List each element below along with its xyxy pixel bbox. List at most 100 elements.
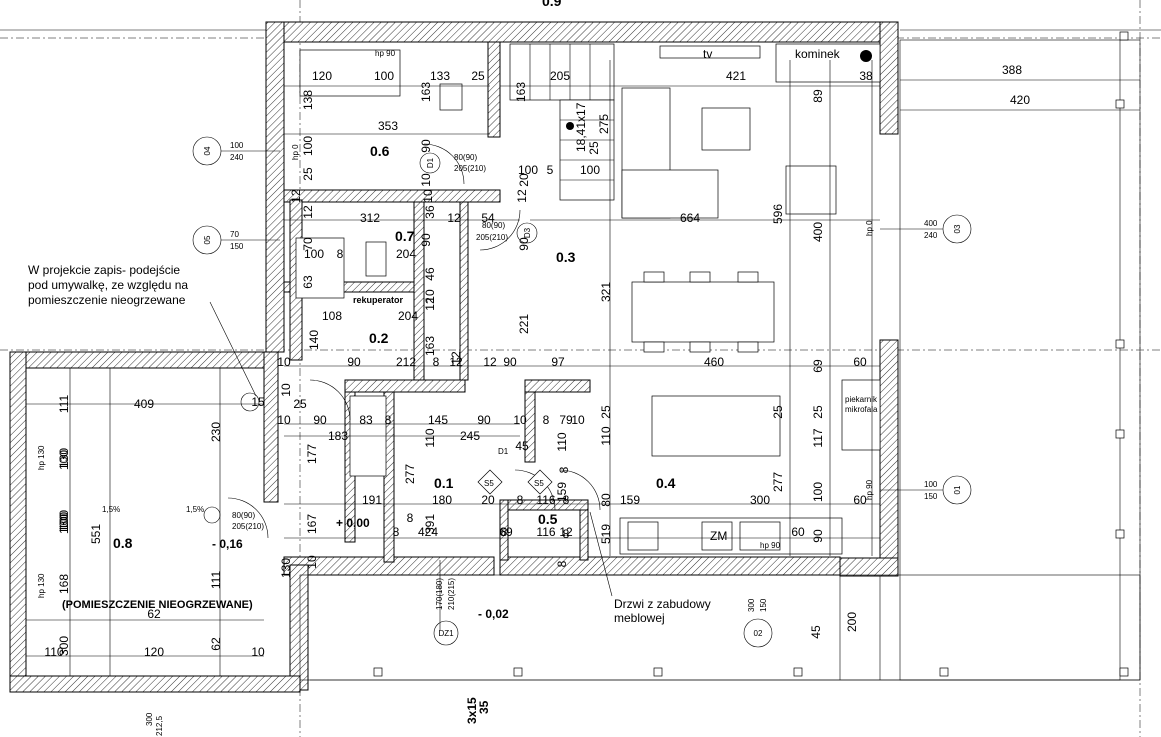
- marker-05: 05: [203, 235, 212, 244]
- dimension-value: 8: [563, 527, 570, 541]
- dimension-value: 100: [301, 136, 315, 156]
- dimension-value: 138: [301, 90, 315, 110]
- dimension-value: 421: [726, 69, 746, 83]
- dimension-value: 277: [771, 472, 785, 492]
- dimension-value: 90: [347, 355, 361, 369]
- dimension-value: 36: [423, 205, 437, 219]
- dimension-value: 8: [433, 355, 440, 369]
- room-0-4: 0.4: [656, 475, 676, 491]
- note-line-1: W projekcie zapis- podejście: [28, 263, 180, 277]
- dimension-value: 5: [547, 163, 554, 177]
- room-0-7: 0.7: [395, 228, 415, 244]
- zm-label: ZM: [710, 529, 727, 543]
- tv-label: tv: [703, 47, 712, 61]
- svg-text:300: 300: [747, 598, 756, 612]
- dimension-value: 20: [517, 173, 531, 187]
- room-0-6: 0.6: [370, 143, 390, 159]
- slope-2: 1,5%: [186, 505, 204, 514]
- svg-text:150: 150: [759, 598, 768, 612]
- room-0-8: 0.8: [113, 535, 133, 551]
- dimension-value: 163: [419, 82, 433, 102]
- dimension-value: 163: [423, 336, 437, 356]
- svg-text:240: 240: [230, 153, 244, 162]
- dimension-value: 167: [305, 514, 319, 534]
- svg-text:hp 90: hp 90: [865, 479, 874, 500]
- window-markers: [192, 136, 972, 648]
- dimension-value: 12: [289, 189, 303, 203]
- dimension-value: 10: [305, 555, 319, 569]
- svg-text:3x15: 3x15: [465, 697, 479, 724]
- rekuperator-label: rekuperator: [353, 295, 404, 305]
- svg-text:100: 100: [924, 480, 938, 489]
- dimension-value: 10: [277, 355, 291, 369]
- dimension-value: 100: [57, 510, 71, 530]
- marker-d3: D3: [523, 227, 532, 238]
- text-labels: tv kominek rekuperator piekarnik mikrofa…: [28, 47, 878, 625]
- dimension-value: 12: [483, 355, 497, 369]
- dimension-value: 45: [515, 439, 529, 453]
- dimension-value: 204: [398, 309, 418, 323]
- dimension-value: 25: [471, 69, 485, 83]
- terrace: [299, 31, 1141, 681]
- dimension-value: 110: [599, 426, 613, 445]
- dimension-value: 200: [845, 612, 859, 632]
- dimension-value: 90: [811, 529, 825, 543]
- dimension-value: 12: [423, 297, 437, 311]
- dimension-value: 25: [301, 167, 315, 181]
- dimension-value: 120: [144, 645, 164, 659]
- svg-text:205(210): 205(210): [232, 522, 264, 531]
- dimension-value: 116: [536, 493, 555, 507]
- dimension-value: 100: [304, 247, 324, 261]
- svg-text:35: 35: [477, 700, 491, 714]
- dimension-value: 90: [477, 413, 491, 427]
- dimension-value: 133: [430, 69, 450, 83]
- dimension-value: 163: [514, 82, 528, 102]
- room-0-2: 0.2: [369, 330, 389, 346]
- dimension-value: 8: [501, 525, 508, 539]
- dimension-value: 69: [499, 525, 513, 539]
- svg-text:205(210): 205(210): [454, 164, 486, 173]
- dimension-value: 90: [419, 233, 433, 247]
- dimension-value: 111: [57, 395, 71, 414]
- dimension-value: 25: [293, 397, 307, 411]
- dimension-value: 409: [134, 397, 154, 411]
- dimension-value: 130: [57, 448, 71, 468]
- svg-text:205(210): 205(210): [476, 233, 508, 242]
- dimension-value: 205: [550, 69, 570, 83]
- dimension-value: 8: [393, 525, 400, 539]
- dimension-value: 191: [362, 493, 382, 507]
- dimension-value: 60: [791, 525, 805, 539]
- dimension-value: 69: [811, 359, 825, 373]
- opening-specs: 100 240 70 150 400 240 100 150 300 150 8…: [37, 49, 938, 736]
- dimension-value: 12: [449, 355, 463, 369]
- dimension-value: 63: [301, 275, 315, 289]
- svg-text:70: 70: [230, 230, 239, 239]
- dimension-value: 277: [403, 464, 417, 484]
- svg-text:hp 90: hp 90: [375, 49, 396, 58]
- dimension-value: 460: [704, 355, 724, 369]
- dimension-value: 230: [209, 422, 223, 442]
- dimension-value: 90: [313, 413, 327, 427]
- dimension-value: 97: [551, 355, 565, 369]
- piekarnik-label: piekarnik: [845, 395, 878, 404]
- dimension-value: 551: [89, 524, 103, 544]
- staircase: [509, 43, 615, 201]
- marker-02: 02: [754, 629, 763, 638]
- dimension-value: 38: [859, 69, 873, 83]
- dimension-value: 8: [385, 413, 392, 427]
- dimension-value: 25: [811, 405, 825, 419]
- dimension-value: 110: [423, 428, 437, 447]
- living-furniture: [240, 43, 881, 555]
- svg-text:150: 150: [924, 492, 938, 501]
- unheated-label: (POMIESZCZENIE NIEOGRZEWANE): [62, 599, 253, 611]
- dimension-lines: [26, 60, 1140, 680]
- dimension-value: 596: [771, 204, 785, 224]
- s5a-label: S5: [484, 479, 494, 488]
- dimension-value: 420: [1010, 93, 1030, 107]
- dimension-value: 300: [750, 493, 770, 507]
- dimension-value: 10: [419, 173, 433, 187]
- dimension-value: 400: [811, 222, 825, 242]
- stairs-label: 18,41x17: [574, 102, 588, 152]
- room-labels: 0.6 0.7 0.3 0.2 0.1 0.4 0.5 0.8 0.9: [113, 0, 676, 551]
